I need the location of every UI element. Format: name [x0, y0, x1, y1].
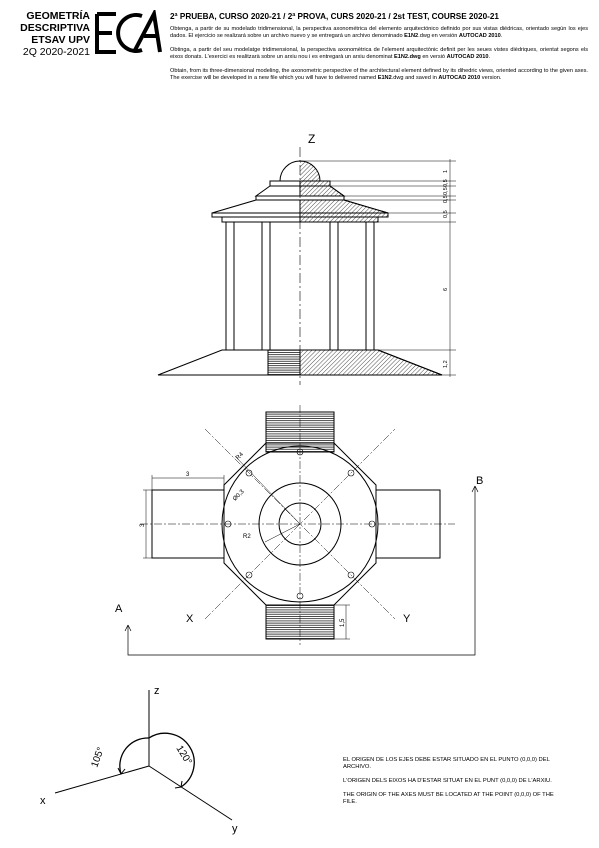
- axis-z-label: z: [154, 685, 160, 697]
- dim-dome: 1: [443, 170, 449, 173]
- dim-south-stairs: 1,5: [340, 618, 346, 627]
- brand-year: 2Q 2020-2021: [22, 46, 90, 58]
- brand-line-3: ETSAV UPV: [31, 34, 90, 46]
- angle-105: 105°: [89, 746, 106, 769]
- instructions-ca: Obtinga, a partir del seu modelatge trid…: [170, 47, 588, 60]
- note-es: EL ORIGEN DE LOS EJES DEBE ESTAR SITUADO…: [343, 757, 550, 770]
- dim-lantern: 0,5: [443, 179, 449, 187]
- dim-columns: 6: [443, 288, 449, 291]
- dim-roof1: 0,5: [443, 187, 449, 195]
- axonometric-axes: [54, 690, 233, 821]
- note-en: THE ORIGIN OF THE AXES MUST BE LOCATED A…: [343, 792, 554, 805]
- label-column-diameter: Ø0,3: [232, 489, 246, 503]
- instructions-es: Obtenga, a partir de su modelado tridime…: [170, 26, 588, 39]
- brand-block: GEOMETRÍA DESCRIPTIVA ETSAV UPV 2Q 2020-…: [10, 10, 90, 58]
- dim-base: 1,2: [443, 360, 449, 368]
- label-radius-4: R4: [235, 451, 245, 461]
- exam-title: 2ª PRUEBA, CURSO 2020-21 / 2ª PROVA, CUR…: [170, 12, 499, 21]
- dim-roof2: 0,5: [443, 195, 449, 203]
- origin-notes: EL ORIGEN DE LOS EJES DEBE ESTAR SITUADO…: [343, 757, 557, 813]
- dim-west-arm: 3: [186, 472, 190, 478]
- entry-steps: [267, 349, 301, 376]
- axis-y-label: y: [232, 823, 238, 835]
- section-arrow-b: B: [476, 475, 483, 487]
- brand-line-2: DESCRIPTIVA: [20, 22, 90, 34]
- note-ca: L'ORIGEN DELS EIXOS HA D'ESTAR SITUAT EN…: [343, 778, 552, 784]
- column: [225, 221, 235, 351]
- section-arrow-a: A: [115, 603, 123, 615]
- plan-axis-y: Y: [403, 613, 411, 625]
- dim-arm-width: 3: [140, 523, 146, 527]
- dim-cornice: 0,5: [443, 210, 449, 218]
- ega-logo: [95, 10, 162, 54]
- plan-view: [124, 405, 479, 656]
- brand-line-1: GEOMETRÍA: [26, 10, 90, 22]
- plan-axis-x: X: [186, 613, 194, 625]
- header-text: 2ª PRUEBA, CURSO 2020-21 / 2ª PROVA, CUR…: [170, 10, 588, 89]
- column: [261, 221, 271, 351]
- elevation-view: [157, 147, 443, 385]
- column: [329, 221, 339, 351]
- instructions-en: Obtain, from its three-dimensional model…: [170, 68, 588, 81]
- axis-x-label: x: [40, 795, 46, 807]
- label-radius-2: R2: [243, 534, 251, 540]
- column: [365, 221, 375, 351]
- elevation-z-label: Z: [308, 132, 315, 146]
- elevation-dimensions: [300, 159, 456, 377]
